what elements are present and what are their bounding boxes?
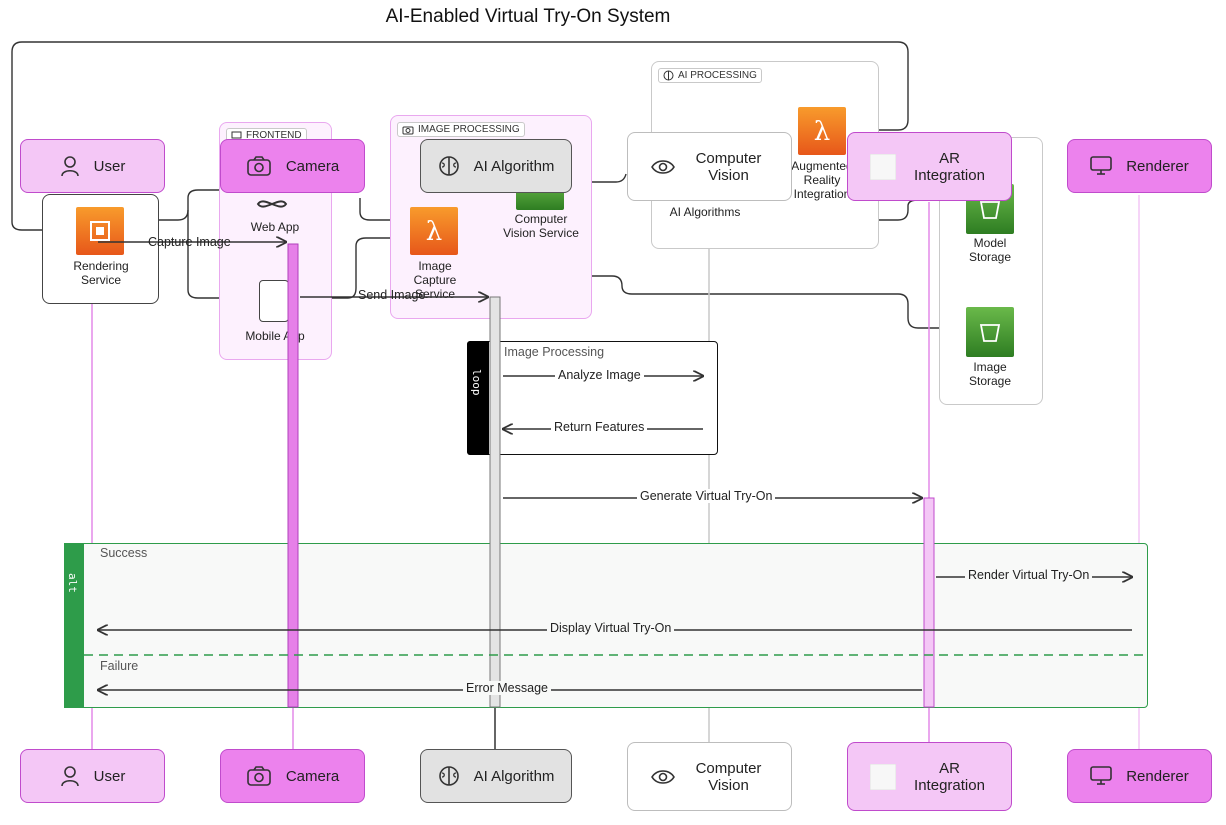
frontend-group-title: FRONTEND — [246, 130, 302, 141]
alt-failure-label: Failure — [100, 659, 139, 673]
cv-service-label: Computer Vision Service — [503, 212, 579, 240]
camera-icon — [246, 765, 272, 787]
web-app-icon — [256, 195, 288, 218]
msg-send-label: Send Image — [358, 288, 426, 302]
image-processing-group-title: IMAGE PROCESSING — [418, 124, 520, 135]
camera-small-icon — [402, 125, 414, 135]
eye-icon — [650, 768, 675, 786]
participant-renderer-label: Renderer — [1126, 157, 1189, 175]
msg-render-label: Render Virtual Try-On — [965, 568, 1093, 582]
participant-user-label: User — [93, 767, 126, 785]
mobile-app-icon — [259, 280, 289, 322]
participant-ar-label: AR Integration — [914, 149, 985, 184]
participant-camera-bottom[interactable]: Camera — [220, 749, 365, 803]
participant-user-bottom[interactable]: User — [20, 749, 165, 803]
monitor-icon — [1090, 156, 1113, 176]
participant-cv-top[interactable]: Computer Vision — [627, 132, 792, 201]
image-storage-icon — [966, 307, 1014, 357]
webapp-capture-connector — [359, 198, 408, 220]
ai-algorithms-label: AI Algorithms — [669, 205, 741, 219]
image-storage-label: Image Storage — [968, 360, 1012, 388]
diagram-title: AI-Enabled Virtual Try-On System — [385, 6, 671, 27]
participant-camera-label: Camera — [285, 767, 340, 785]
rendering-service-icon — [76, 207, 124, 255]
ar-icon — [869, 763, 896, 790]
monitor-icon — [1090, 766, 1113, 786]
ai-processing-group-title: AI PROCESSING — [678, 70, 757, 81]
rendering-service-label: Rendering Service — [73, 259, 129, 287]
user-icon — [60, 155, 80, 177]
image-processing-group-label: IMAGE PROCESSING — [397, 122, 525, 137]
participant-camera-top[interactable]: Camera — [220, 139, 365, 193]
msg-return-label: Return Features — [551, 420, 648, 434]
activation-ai — [489, 296, 501, 708]
participant-cv-bottom[interactable]: Computer Vision — [627, 742, 792, 811]
participant-renderer-top[interactable]: Renderer — [1067, 139, 1212, 193]
participant-ar-top[interactable]: AR Integration — [847, 132, 1012, 201]
activation-camera — [287, 243, 299, 708]
ar-integration-service-label: Augmented Reality Integration — [791, 159, 853, 201]
svg-text:λ: λ — [426, 217, 442, 245]
participant-ai-label: AI Algorithm — [473, 767, 555, 785]
msg-display-label: Display Virtual Try-On — [547, 621, 675, 635]
loop-back-connector — [11, 41, 909, 230]
participant-user-top[interactable]: User — [20, 139, 165, 193]
participant-camera-label: Camera — [285, 157, 340, 175]
ai-processing-group-label: AI PROCESSING — [658, 68, 762, 83]
ar-integration-service-icon: λ — [798, 107, 846, 155]
eye-icon — [650, 158, 675, 176]
participant-renderer-label: Renderer — [1126, 767, 1189, 785]
loop-frame-tab: loop — [467, 341, 489, 455]
participant-ai-bottom[interactable]: AI Algorithm — [420, 749, 572, 803]
participant-ar-label: AR Integration — [914, 759, 985, 794]
participant-ar-bottom[interactable]: AR Integration — [847, 742, 1012, 811]
camera-icon — [246, 155, 272, 177]
ar-icon — [869, 153, 896, 180]
participant-user-label: User — [93, 157, 126, 175]
alt-success-label: Success — [100, 546, 148, 560]
msg-error-label: Error Message — [463, 681, 551, 695]
brain-icon — [438, 155, 460, 177]
msg-generate-label: Generate Virtual Try-On — [637, 489, 776, 503]
rendering-webapp-connector — [128, 189, 225, 221]
model-storage-label: Model Storage — [968, 236, 1012, 264]
brain-icon — [438, 765, 460, 787]
msg-capture-label: Capture Image — [148, 235, 231, 249]
image-capture-icon: λ — [410, 207, 458, 255]
participant-ai-label: AI Algorithm — [473, 157, 555, 175]
brain-small-icon — [663, 70, 674, 81]
rendering-mobile-connector — [187, 210, 250, 298]
activation-ar — [923, 497, 935, 708]
svg-text:λ: λ — [814, 117, 830, 145]
alt-frame-tab: alt — [64, 543, 84, 708]
user-icon — [60, 765, 80, 787]
msg-analyze-label: Analyze Image — [555, 368, 644, 382]
participant-renderer-bottom[interactable]: Renderer — [1067, 749, 1212, 803]
participant-cv-label: Computer Vision — [695, 149, 762, 184]
loop-frame-label: Image Processing — [504, 345, 605, 359]
participant-ai-top[interactable]: AI Algorithm — [420, 139, 572, 193]
cvservice-vision-connector — [574, 173, 627, 183]
participant-cv-label: Computer Vision — [695, 759, 762, 794]
web-app-label: Web App — [250, 220, 300, 234]
